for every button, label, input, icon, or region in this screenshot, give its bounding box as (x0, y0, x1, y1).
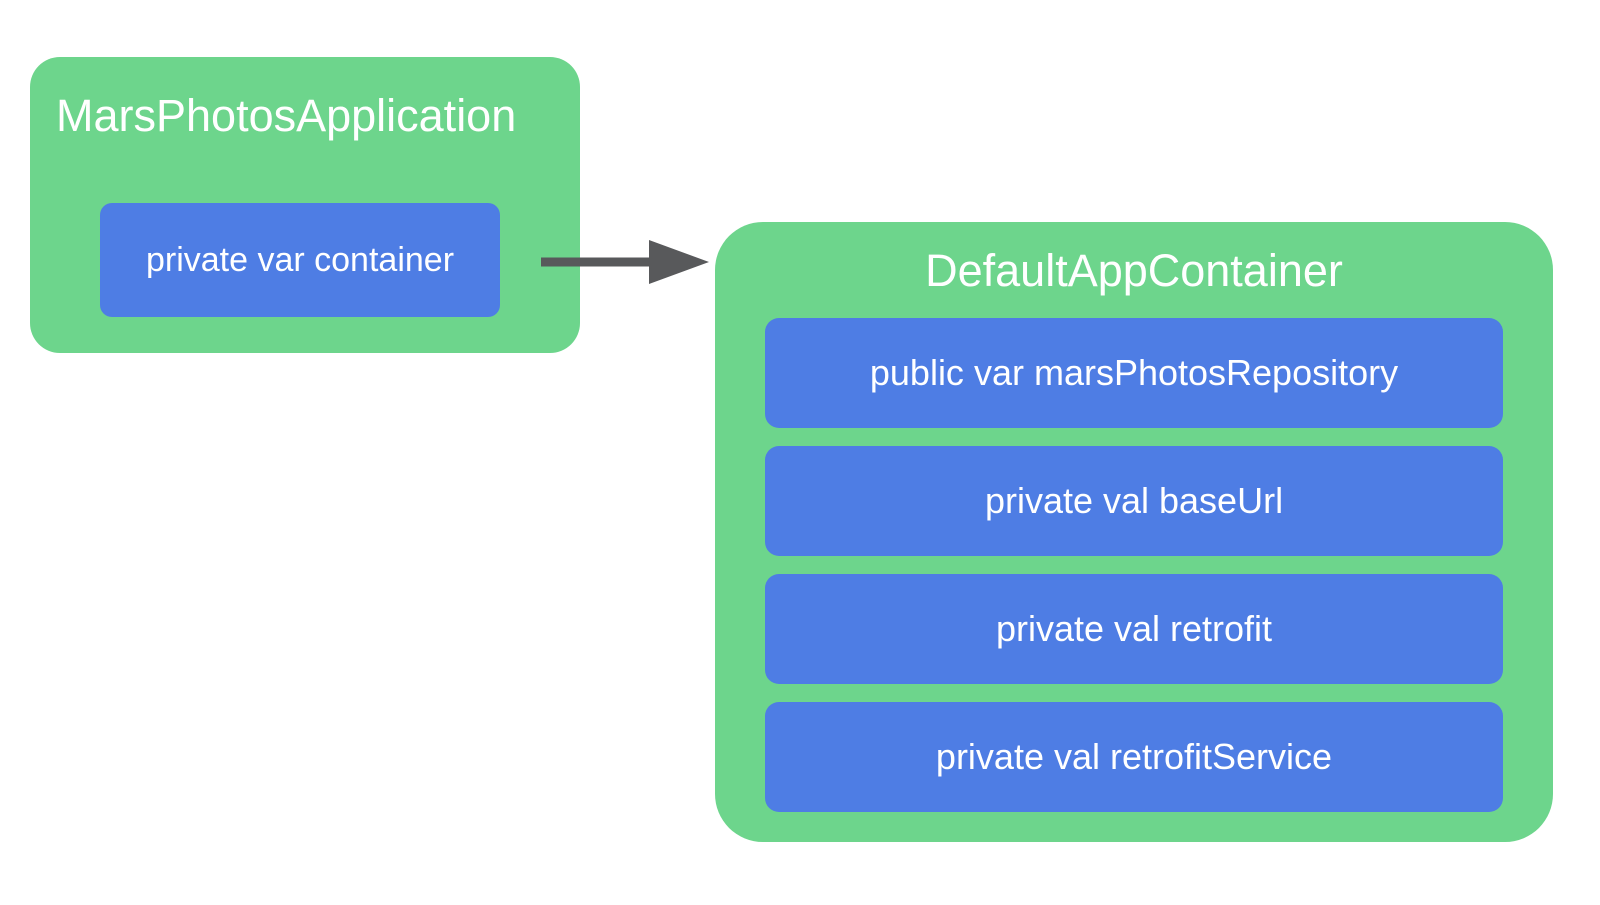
mars-photos-application-box: MarsPhotosApplication private var contai… (30, 57, 580, 353)
retrofit-label: private val retrofit (995, 608, 1273, 649)
mars-photos-application-title: MarsPhotosApplication (56, 90, 517, 141)
container-property-label: private var container (145, 240, 455, 279)
right-arrow-icon (541, 240, 709, 284)
retrofit-chip: private val retrofit (765, 574, 1503, 684)
default-app-container-title: DefaultAppContainer (925, 244, 1343, 296)
base-url-chip: private val baseUrl (765, 446, 1503, 556)
default-app-container-title-zone: DefaultAppContainer (715, 222, 1553, 318)
retrofit-service-label: private val retrofitService (935, 736, 1333, 777)
retrofit-service-chip: private val retrofitService (765, 702, 1503, 812)
default-app-container-box: DefaultAppContainer public var marsPhoto… (715, 222, 1553, 842)
mars-photos-repository-chip: public var marsPhotosRepository (765, 318, 1503, 428)
container-property-chip: private var container (100, 203, 500, 317)
container-properties-list: public var marsPhotosRepository private … (765, 318, 1503, 812)
base-url-label: private val baseUrl (984, 480, 1284, 521)
mars-photos-repository-label: public var marsPhotosRepository (869, 352, 1399, 393)
